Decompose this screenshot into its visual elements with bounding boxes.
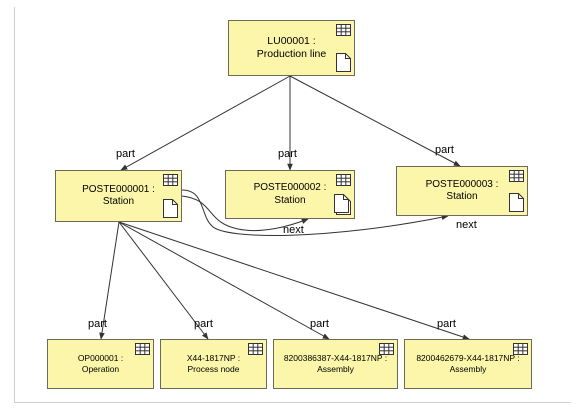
node-poste000002-type: Station <box>274 194 306 206</box>
document-icon <box>509 193 524 212</box>
node-assembly-8200462679[interactable]: 8200462679-X44-1817NP : Assembly <box>404 339 532 389</box>
edge-label-poste000001-x44-1817np: part <box>194 318 213 330</box>
edge-poste000001-poste000002 <box>181 195 309 232</box>
node-x44-1817np[interactable]: X44-1817NP : Process node <box>160 339 267 389</box>
node-x44-1817np-type: Process node <box>187 364 240 374</box>
node-assembly-8200462679-type: Assembly <box>449 364 487 374</box>
node-assembly-8200386387[interactable]: 8200386387-X44-1817NP : Assembly <box>273 339 398 389</box>
table-icon <box>509 170 524 182</box>
edge-label-poste000001-poste000003: next <box>456 219 477 231</box>
table-icon <box>336 174 351 186</box>
edge-label-poste000001-poste000002: next <box>283 224 304 236</box>
node-lu00001-type: Production line <box>256 48 327 60</box>
node-lu00001-id: LU00001 : <box>267 34 316 47</box>
node-poste000003-type: Station <box>446 191 478 202</box>
edge-label-poste000001-asm-8200462679: part <box>437 318 456 330</box>
edge-label-poste000001-op000001: part <box>88 318 107 330</box>
node-poste000002-id: POSTE000002 : <box>253 182 327 193</box>
document-stack-icon <box>334 194 351 215</box>
node-poste000003[interactable]: POSTE000003 : Station <box>396 166 528 216</box>
node-assembly-8200386387-type: Assembly <box>317 364 354 374</box>
node-poste000001-id: POSTE000001 : <box>82 183 155 195</box>
edge-lu00001-poste000003 <box>289 75 461 167</box>
edge-label-lu00001-poste000001: part <box>116 148 135 160</box>
edge-poste000001-asm-8200462679 <box>118 221 470 340</box>
edge-lu00001-poste000001 <box>120 75 291 171</box>
node-assembly-8200386387-id: 8200386387-X44-1817NP : <box>283 353 388 364</box>
table-icon <box>163 174 178 186</box>
node-poste000001[interactable]: POSTE000001 : Station <box>55 170 182 222</box>
node-x44-1817np-id: X44-1817NP : <box>186 353 241 364</box>
node-assembly-8200462679-id: 8200462679-X44-1817NP : <box>416 353 520 364</box>
node-op000001-type: Operation <box>81 364 120 374</box>
edge-label-lu00001-poste000002: part <box>278 148 297 160</box>
table-icon <box>513 343 528 355</box>
diagram-frame <box>14 7 571 403</box>
table-icon <box>379 343 394 355</box>
table-icon <box>248 343 263 355</box>
node-op000001-id: OP000001 : <box>77 353 124 364</box>
table-icon <box>135 343 150 355</box>
node-lu00001[interactable]: LU00001 : Production line <box>228 20 355 76</box>
table-icon <box>336 24 351 36</box>
edge-poste000001-asm-8200386387 <box>118 221 330 340</box>
edge-label-lu00001-poste000003: part <box>435 144 454 156</box>
edge-poste000001-x44-1817np <box>118 221 209 340</box>
edge-label-poste000001-asm-8200386387: part <box>310 318 329 330</box>
document-icon <box>163 199 178 218</box>
node-poste000003-id: POSTE000003 : <box>425 178 499 190</box>
node-poste000002[interactable]: POSTE000002 : Station <box>225 170 355 219</box>
edge-poste000001-poste000003 <box>181 189 449 236</box>
node-op000001[interactable]: OP000001 : Operation <box>47 339 154 389</box>
edge-poste000001-op000001 <box>99 221 120 340</box>
document-icon <box>336 53 351 72</box>
node-poste000001-type: Station <box>102 196 135 207</box>
